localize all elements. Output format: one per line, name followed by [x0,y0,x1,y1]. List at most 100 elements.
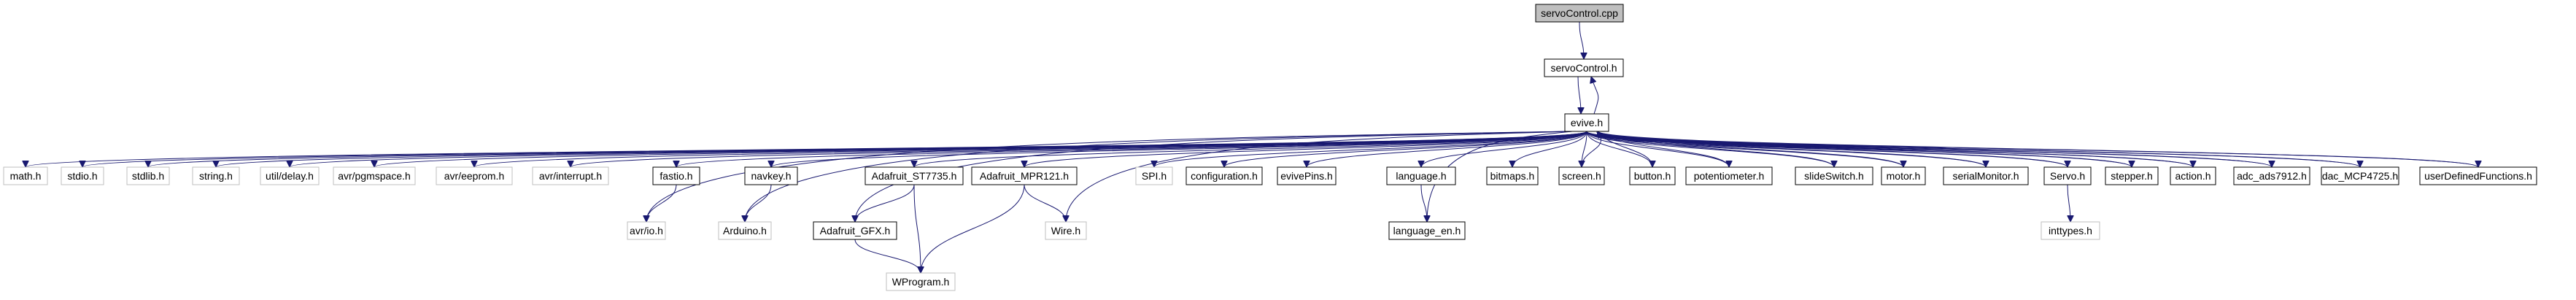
node-box [1535,4,1624,23]
node-label: string.h [199,170,233,182]
graph-node-wprogram-h: WProgram.h [886,272,956,291]
edge-evive-h-to-adafruit-mpr121-h [1024,131,1587,168]
graph-node-avr-pgmspace-h: avr/pgmspace.h [333,166,416,185]
graph-node-evive-h[interactable]: evive.h [1564,113,1609,132]
edge-servoControl-h-to-evive-h [1578,76,1581,114]
node-label: configuration.h [1191,170,1258,182]
edge-servo-h-to-inttypes-h [2068,184,2070,222]
node-box [2419,166,2537,185]
node-box [61,166,104,185]
node-box [436,166,513,185]
graph-node-adc-ads7912-h[interactable]: adc_ads7912.h [2233,166,2310,185]
graph-node-potentiometer-h[interactable]: potentiometer.h [1685,166,1773,185]
edge-evive-h-to-language-h [1421,131,1587,168]
edge-servoControl-cpp-to-servoControl-h [1579,21,1584,59]
graph-node-dac-mcp4725-h[interactable]: dac_MCP4725.h [2321,166,2399,185]
graph-node-stdio-h: stdio.h [61,166,104,185]
node-label: Adafruit_MPR121.h [980,170,1069,182]
graph-node-string-h: string.h [192,166,240,185]
node-label: serialMonitor.h [1952,170,2019,182]
graph-node-evivepins-h[interactable]: evivePins.h [1277,166,1337,185]
graph-node-action-h[interactable]: action.h [2170,166,2216,185]
node-box [886,272,956,291]
graph-node-navkey-h[interactable]: navkey.h [744,166,798,185]
node-label: servoControl.cpp [1541,7,1618,19]
node-box [2105,166,2159,185]
graph-node-adafruit-st7735-h[interactable]: Adafruit_ST7735.h [865,166,964,185]
graph-node-adafruit-gfx-h[interactable]: Adafruit_GFX.h [813,221,897,240]
node-label: stepper.h [2111,170,2153,182]
node-box [1544,58,1624,77]
node-label: avr/eeprom.h [444,170,504,182]
edge-slideswitch-h-to-evive-h [1597,131,1835,168]
edges-layer [26,21,2478,274]
node-label: Wire.h [1051,225,1080,236]
node-box [627,221,666,240]
node-box [3,166,48,185]
node-label: inttypes.h [2049,225,2092,236]
edge-evive-h-to-button-h [1586,131,1652,168]
node-label: stdlib.h [132,170,164,182]
node-label: avr/io.h [630,225,663,236]
graph-node-language-en-h[interactable]: language_en.h [1388,221,1466,240]
node-box [2170,166,2216,185]
node-box [2233,166,2310,185]
node-label: stdio.h [67,170,97,182]
graph-node-wire-h: Wire.h [1045,221,1087,240]
node-label: Arduino.h [723,225,767,236]
node-box [1045,221,1087,240]
graph-node-screen-h[interactable]: screen.h [1558,166,1605,185]
node-label: bitmaps.h [1490,170,1535,182]
node-box [1795,166,1873,185]
graph-node-bitmaps-h[interactable]: bitmaps.h [1486,166,1539,185]
edge-adafruit-mpr121-h-to-wire-h [1024,184,1066,223]
graph-node-userdefinedfunctions-h[interactable]: userDefinedFunctions.h [2419,166,2537,185]
edge-evive-h-to-configuration-h [1224,131,1587,168]
graph-node-slideswitch-h[interactable]: slideSwitch.h [1795,166,1873,185]
graph-node-stepper-h[interactable]: stepper.h [2105,166,2159,185]
node-label: Adafruit_ST7735.h [872,170,957,182]
node-label: Servo.h [2050,170,2085,182]
node-label: screen.h [1562,170,1601,182]
graph-node-language-h[interactable]: language.h [1386,166,1456,185]
node-label: navkey.h [751,170,792,182]
node-box [1685,166,1773,185]
graph-node-stdlib-h: stdlib.h [126,166,170,185]
edge-evive-h-to-avr-io-h [646,131,1573,222]
graph-node-fastio-h[interactable]: fastio.h [652,166,700,185]
graph-node-servo-h[interactable]: Servo.h [2043,166,2092,185]
node-label: servoControl.h [1550,62,1617,74]
node-box [126,166,170,185]
graph-node-util-delay-h: util/delay.h [260,166,320,185]
edge-evive-h-to-potentiometer-h [1586,131,1729,168]
graph-node-servoControl-h[interactable]: servoControl.h [1544,58,1624,77]
graph-node-adafruit-mpr121-h[interactable]: Adafruit_MPR121.h [971,166,1078,185]
node-label: util/delay.h [266,170,314,182]
edge-evive-h-to-adafruit-gfx-h [855,131,1573,222]
node-label: WProgram.h [892,276,950,288]
nodes-layer: servoControl.cppservoControl.hevive.hmat… [3,4,2537,291]
graph-node-servoControl-cpp[interactable]: servoControl.cpp [1535,4,1624,23]
edge-language-h-to-language-en-h [1420,184,1427,222]
graph-node-spi-h: SPI.h [1135,166,1173,185]
graph-node-motor-h[interactable]: motor.h [1881,166,1926,185]
node-label: evivePins.h [1280,170,1333,182]
node-box [1135,166,1173,185]
graph-node-serialmonitor-h[interactable]: serialMonitor.h [1943,166,2029,185]
edge-evive-h-to-fastio-h [676,131,1587,168]
node-label: dac_MCP4725.h [2322,170,2398,182]
node-label: button.h [1634,170,1671,182]
edge-evive-h-to-language-en-h [1427,131,1573,222]
node-label: userDefinedFunctions.h [2424,170,2532,182]
node-label: potentiometer.h [1694,170,1765,182]
edge-evive-h-to-evivepins-h [1307,131,1587,168]
graph-node-configuration-h[interactable]: configuration.h [1185,166,1263,185]
node-box [971,166,1078,185]
node-label: avr/pgmspace.h [338,170,411,182]
node-box [532,166,609,185]
node-box [1629,166,1676,185]
graph-node-button-h[interactable]: button.h [1629,166,1676,185]
node-box [865,166,964,185]
node-label: language_en.h [1393,225,1461,236]
